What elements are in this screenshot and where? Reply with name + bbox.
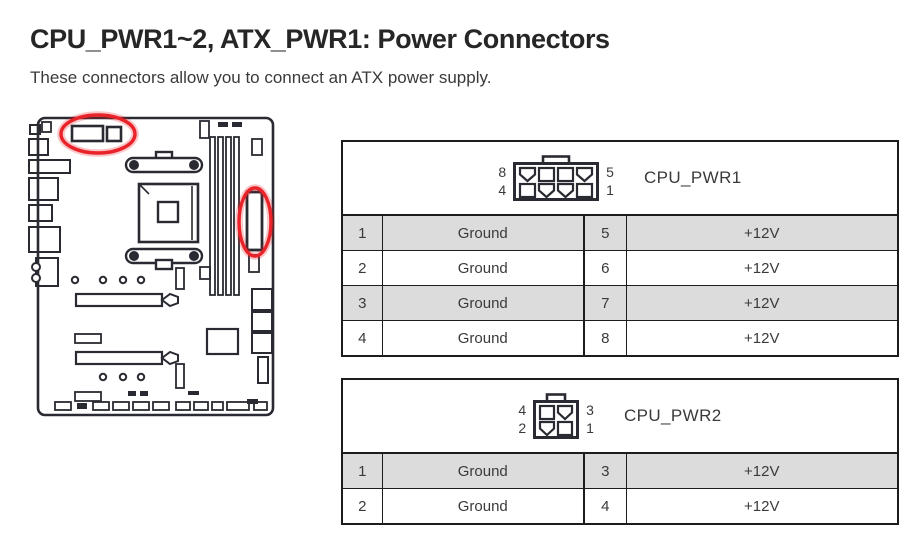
pin-labels-left: 8 4 <box>498 164 507 198</box>
connector-name: CPU_PWR2 <box>623 406 722 425</box>
cpu-power-location-circle <box>57 111 139 157</box>
atx-4pin-connector-icon <box>533 393 580 439</box>
cpu-pwr2-header: 4 2 3 1 <box>341 378 899 454</box>
motherboard-diagram-svg <box>28 111 275 417</box>
cpu-pwr1-header: 8 4 <box>341 140 899 216</box>
cpu-pwr1-connector-figure: 8 4 <box>343 155 897 201</box>
cpu-pwr1-pin-table: 8 4 <box>341 140 900 357</box>
pin-labels-left: 4 2 <box>518 402 527 436</box>
table-row: 2 Ground 6 +12V <box>341 250 899 286</box>
table-row: 2 Ground 4 +12V <box>341 488 899 525</box>
cpu-pwr2-connector-figure: 4 2 3 1 <box>343 393 897 439</box>
motherboard-diagram <box>24 109 286 421</box>
page-title: CPU_PWR1~2, ATX_PWR1: Power Connectors <box>30 24 610 54</box>
eps-8pin-connector-icon <box>513 155 600 201</box>
table-row: 3 Ground 7 +12V <box>341 285 899 321</box>
connector-name: CPU_PWR1 <box>643 168 742 187</box>
table-row: 1 Ground 3 +12V <box>341 452 899 489</box>
table-row: 4 Ground 8 +12V <box>341 320 899 357</box>
table-row: 1 Ground 5 +12V <box>341 214 899 251</box>
page-subtitle: These connectors allow you to connect an… <box>30 68 492 87</box>
cpu-pwr2-pin-table: 4 2 3 1 <box>341 378 900 525</box>
pin-labels-right: 3 1 <box>586 402 594 436</box>
pin-labels-right: 5 1 <box>606 164 614 198</box>
atx-power-location-circle <box>235 184 275 260</box>
